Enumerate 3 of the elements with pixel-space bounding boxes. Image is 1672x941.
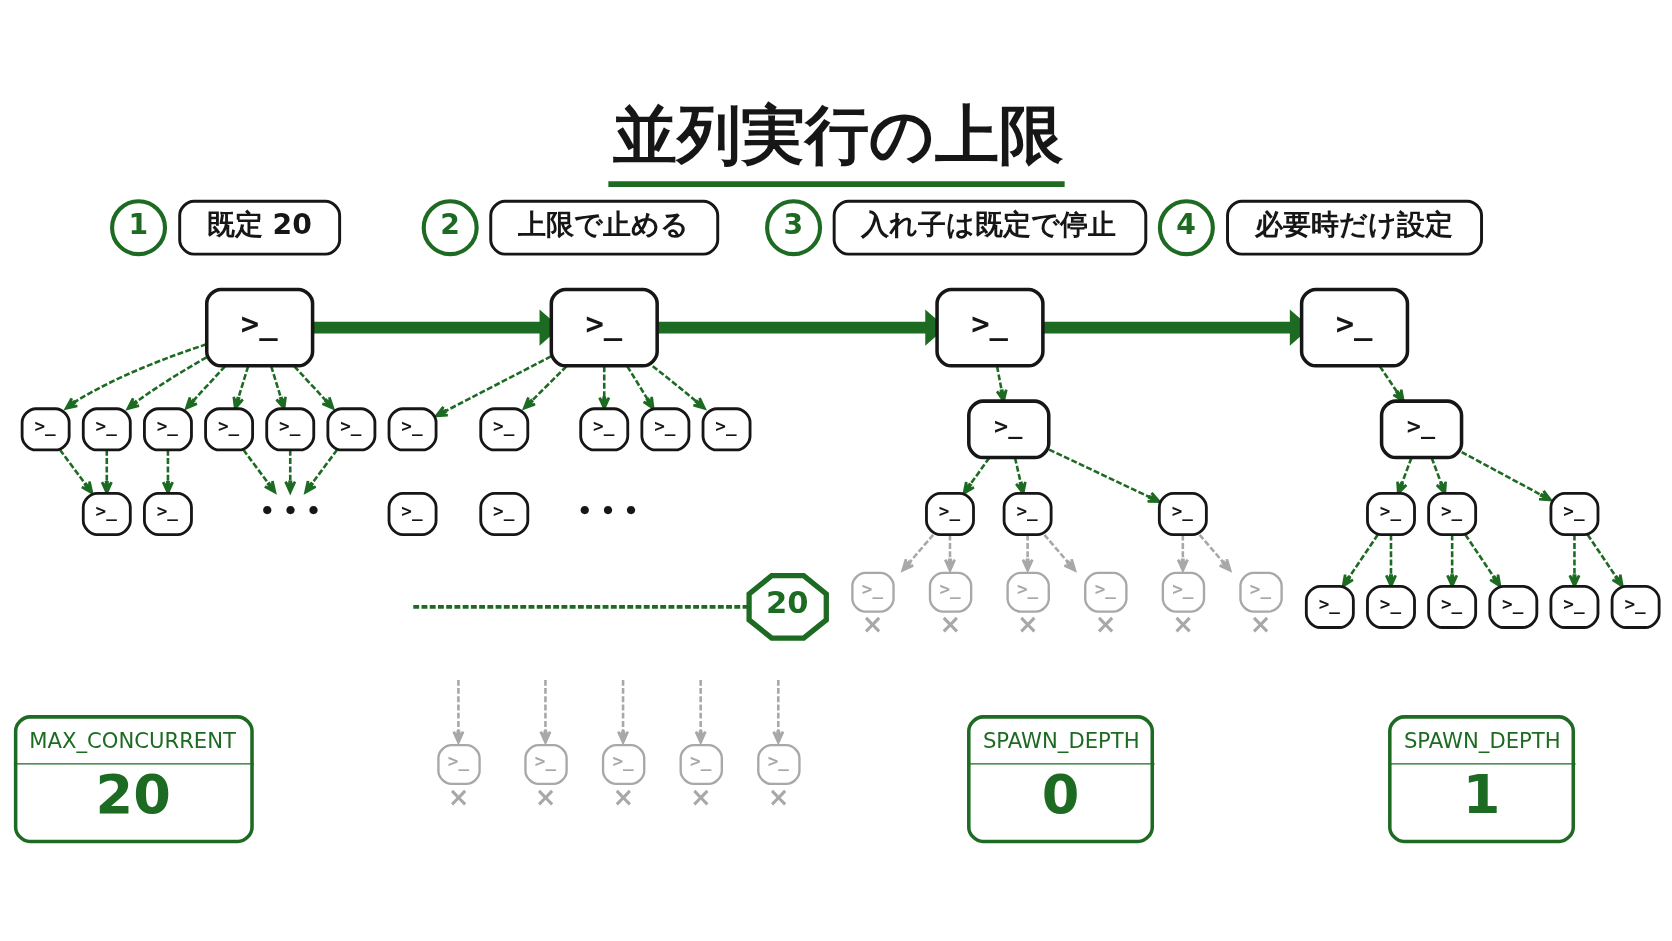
diagram-title: 並列実行の上限 <box>612 97 1063 172</box>
label: • • • <box>576 496 639 525</box>
node-text: • • • <box>259 496 321 525</box>
